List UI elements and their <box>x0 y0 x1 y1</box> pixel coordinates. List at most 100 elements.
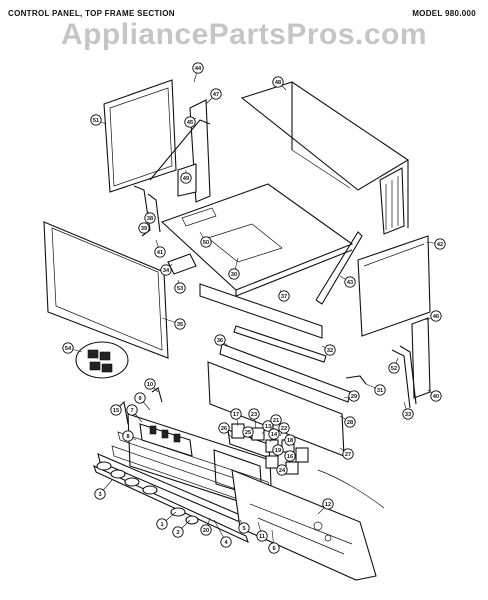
callout-circle <box>272 444 284 456</box>
callout-32: 32 <box>321 344 336 356</box>
callout-number: 18 <box>287 438 293 444</box>
callout-number: 22 <box>281 426 287 432</box>
callout-circle <box>144 378 156 390</box>
callout-23: 23 <box>248 408 260 429</box>
callout-20: 20 <box>200 517 212 536</box>
callout-number: 44 <box>195 66 202 72</box>
callout-39: 39 <box>138 221 150 234</box>
callout-number: 19 <box>275 448 281 454</box>
callout-circle <box>184 116 196 128</box>
callout-42: 42 <box>425 238 446 250</box>
callout-number: 10 <box>147 382 153 388</box>
callout-circle <box>134 392 146 404</box>
callout-circle <box>62 342 74 354</box>
callout-48: 48 <box>272 76 287 91</box>
lower-chassis <box>231 469 377 581</box>
callout-53: 53 <box>174 279 186 294</box>
callout-circle <box>284 434 296 446</box>
callout-circle <box>126 404 138 416</box>
callout-circle <box>248 408 260 420</box>
callout-26: 26 <box>218 422 233 439</box>
callout-37: 37 <box>278 289 290 302</box>
side-clips <box>117 387 163 425</box>
callout-circle <box>276 464 288 476</box>
callout-circle <box>284 450 296 462</box>
callout-number: 9 <box>138 396 141 402</box>
callout-45: 45 <box>184 116 197 128</box>
top-frame <box>160 183 354 297</box>
callout-35: 35 <box>161 317 186 330</box>
callout-number: 51 <box>93 118 99 124</box>
callout-circle <box>434 238 446 250</box>
callout-28: 28 <box>339 415 356 428</box>
callout-18: 18 <box>284 434 296 447</box>
callout-circle <box>192 62 204 74</box>
callout-46: 46 <box>425 310 442 322</box>
callout-circle <box>278 422 290 434</box>
callout-17: 17 <box>230 408 242 427</box>
callout-8: 8 <box>122 430 137 442</box>
rear-left-panel <box>103 79 177 193</box>
callout-number: 52 <box>391 366 397 372</box>
callout-circle <box>90 114 102 126</box>
callout-49: 49 <box>180 170 192 184</box>
callout-circle <box>342 448 354 460</box>
callout-number: 49 <box>183 176 189 182</box>
callout-layer: 1234567891011121314151617181920212223242… <box>62 62 446 554</box>
callout-circle <box>218 422 230 434</box>
callout-circle <box>256 530 268 542</box>
callout-number: 33 <box>405 412 411 418</box>
callout-38: 38 <box>144 211 156 224</box>
callout-number: 8 <box>126 434 129 440</box>
callout-circle <box>268 542 280 554</box>
callout-circle <box>214 334 226 346</box>
callout-number: 41 <box>157 250 163 256</box>
callout-circle <box>430 310 442 322</box>
callout-number: 26 <box>221 426 227 432</box>
watermark: AppliancePartsPros.com <box>60 18 428 51</box>
callout-number: 37 <box>281 294 287 300</box>
callout-1: 1 <box>156 511 177 530</box>
callout-43: 43 <box>339 275 356 288</box>
callout-circle <box>228 268 240 280</box>
callout-10: 10 <box>144 378 159 393</box>
callout-4: 4 <box>213 519 232 548</box>
front-rail <box>199 283 323 339</box>
callout-7: 7 <box>126 404 143 423</box>
callout-number: 6 <box>272 546 275 552</box>
callout-number: 47 <box>213 92 219 98</box>
callout-52: 52 <box>388 357 400 374</box>
callout-number: 31 <box>377 388 383 394</box>
callout-circle <box>324 344 336 356</box>
callout-circle <box>348 390 360 402</box>
callout-29: 29 <box>343 390 360 402</box>
callout-circle <box>402 408 414 420</box>
callout-number: 48 <box>275 80 281 86</box>
callout-number: 42 <box>437 242 443 248</box>
callout-50: 50 <box>199 231 212 248</box>
callout-number: 4 <box>224 540 228 546</box>
callout-circle <box>344 416 356 428</box>
callout-41: 41 <box>154 239 166 258</box>
callout-2: 2 <box>172 519 191 538</box>
callout-number: 29 <box>351 394 357 400</box>
callout-9: 9 <box>134 392 151 411</box>
callout-number: 2 <box>176 530 179 536</box>
callout-circle <box>220 536 232 548</box>
callout-number: 36 <box>217 338 223 344</box>
callout-circle <box>200 524 212 536</box>
callout-circle <box>122 430 134 442</box>
callout-12: 12 <box>317 498 334 515</box>
front-panel <box>43 221 169 359</box>
callout-number: 27 <box>345 452 351 458</box>
callout-circle <box>322 498 334 510</box>
callout-circle <box>174 318 186 330</box>
callout-5: 5 <box>238 519 250 534</box>
callout-circle <box>172 526 184 538</box>
callout-circle <box>388 362 400 374</box>
callout-number: 54 <box>65 346 72 352</box>
callout-3: 3 <box>94 479 113 500</box>
callout-circle <box>374 384 386 396</box>
callout-51: 51 <box>90 114 107 126</box>
